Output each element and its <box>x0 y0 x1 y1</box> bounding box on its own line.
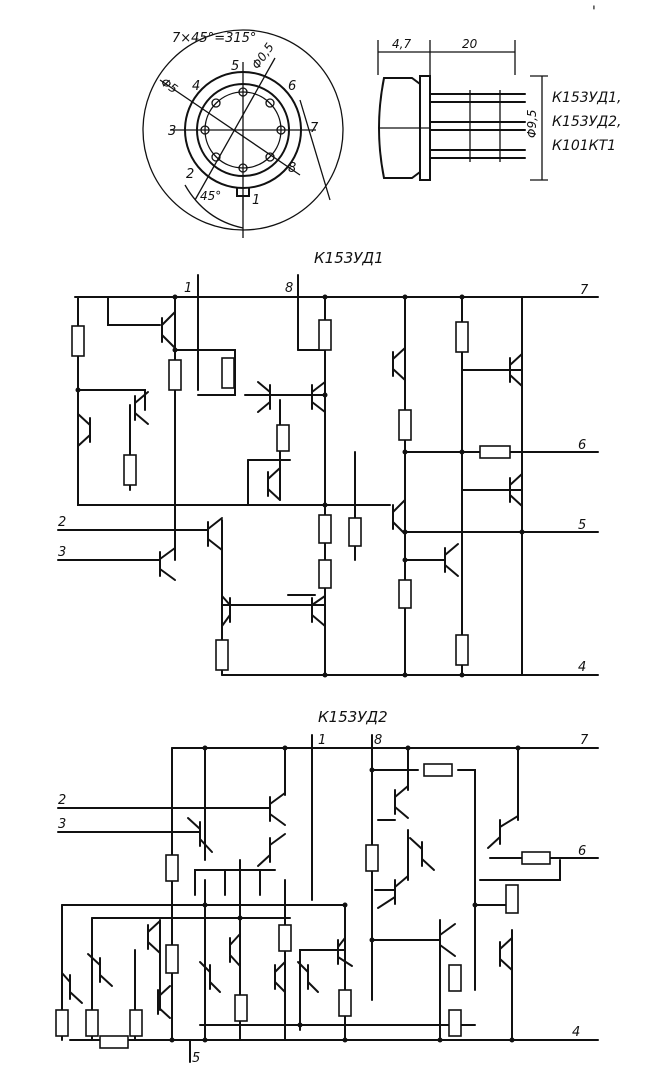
schematic-k153ud2: К153УД2 1 8 7 2 3 6 4 5 <box>55 708 599 1066</box>
s2-resistor-7 <box>165 944 179 974</box>
s2-pin-4: 4 <box>572 1025 580 1040</box>
s1-resistor-3 <box>221 357 235 389</box>
s1-pin-8: 8 <box>285 281 293 296</box>
s2-resistor-4 <box>521 851 551 865</box>
s2-pin-6: 6 <box>578 844 586 859</box>
s1-resistor-13 <box>398 579 412 609</box>
s2-resistor-8 <box>448 964 462 992</box>
s2-resistor-9 <box>448 1009 462 1037</box>
diagonal-line-1 <box>159 79 301 176</box>
schematic-2-title: К153УД2 <box>318 708 388 726</box>
pin-4-hole <box>211 98 221 108</box>
s2-pin-2: 2 <box>58 793 66 808</box>
s2-resistor-10 <box>55 1009 69 1037</box>
s2-pin-1: 1 <box>318 733 326 748</box>
schematic-k153ud1: К153УД1 1 8 7 6 2 5 3 4 <box>57 249 599 678</box>
s2-resistor-14 <box>234 994 248 1022</box>
pin-label-7: 7 <box>310 121 319 136</box>
s1-pin-4: 4 <box>578 660 586 675</box>
s1-pin-1: 1 <box>184 281 192 296</box>
s2-resistor-5 <box>505 884 519 914</box>
s2-resistor-15 <box>338 989 352 1017</box>
s1-resistor-4 <box>318 319 332 351</box>
pin-label-4: 4 <box>192 79 200 94</box>
part-label-3: К101КТ1 <box>552 138 616 154</box>
s2-pin-7: 7 <box>580 733 589 748</box>
s1-resistor-1 <box>71 325 85 357</box>
pin-label-3: 3 <box>168 124 176 139</box>
s1-resistor-8 <box>398 409 412 441</box>
corner-mark: ' <box>592 4 596 20</box>
package-side-view: 4,7 20 Φ9,5 К153УД1, К153УД2, К101КТ1 ' <box>377 4 622 181</box>
pin-label-8: 8 <box>288 161 296 176</box>
s1-resistor-5 <box>455 321 469 353</box>
pin-label-5: 5 <box>231 59 239 74</box>
dim-length-a: 4,7 <box>392 37 411 51</box>
s1-resistor-2 <box>168 359 182 391</box>
s2-resistor-6 <box>278 924 292 952</box>
s2-resistor-3 <box>365 844 379 872</box>
part-label-1: К153УД1, <box>552 90 622 106</box>
dimension-line-right <box>299 99 331 201</box>
s2-transistors <box>61 785 519 1019</box>
s2-resistor-11 <box>85 1009 99 1037</box>
s1-resistor-12 <box>318 559 332 589</box>
s2-pin-8: 8 <box>374 733 382 748</box>
s1-resistor-15 <box>215 639 229 671</box>
s1-pin-5: 5 <box>578 518 586 533</box>
s1-resistor-6 <box>123 454 137 486</box>
s2-pin-5: 5 <box>192 1051 200 1066</box>
s1-resistor-14 <box>455 634 469 666</box>
s2-resistor-1 <box>165 854 179 882</box>
s2-resistor-12 <box>129 1009 143 1037</box>
dim-diameter-pcd: Φ5 <box>158 75 180 96</box>
s2-junctions <box>169 745 521 1043</box>
dim-length-b: 20 <box>462 37 478 51</box>
pin-2-hole <box>211 152 221 162</box>
angle-arc <box>184 184 244 229</box>
s1-pin-2: 2 <box>58 515 66 530</box>
s1-resistor-7 <box>276 424 290 452</box>
pin-label-6: 6 <box>288 79 296 94</box>
s2-resistor-2 <box>423 763 453 777</box>
s1-wiring <box>77 296 523 676</box>
package-top-view: 7×45°=315° Φ0,5 Φ5 45° 1 2 3 4 5 6 7 8 <box>142 29 344 238</box>
s2-pin-3: 3 <box>58 817 66 832</box>
s1-pin-7: 7 <box>580 283 589 298</box>
pin-label-2: 2 <box>186 167 194 182</box>
angle-note: 7×45°=315° <box>172 31 256 46</box>
pin-label-1: 1 <box>252 193 260 208</box>
pin-6-hole <box>265 98 275 108</box>
s1-pin-3: 3 <box>58 545 66 560</box>
s2-resistor-13 <box>99 1035 129 1049</box>
s1-resistor-10 <box>318 514 332 544</box>
dim-angle: 45° <box>200 189 221 203</box>
schematic-1-title: К153УД1 <box>314 249 384 267</box>
diagonal-line-2 <box>194 57 276 201</box>
leads <box>429 90 526 162</box>
s1-pin-6: 6 <box>578 438 586 453</box>
s1-junctions <box>75 294 525 678</box>
part-label-2: К153УД2, <box>552 114 622 130</box>
s1-resistor-11 <box>348 517 362 547</box>
s1-transistors <box>77 311 523 633</box>
dim-body: Φ9,5 <box>525 109 539 138</box>
s1-resistor-9 <box>479 445 511 459</box>
